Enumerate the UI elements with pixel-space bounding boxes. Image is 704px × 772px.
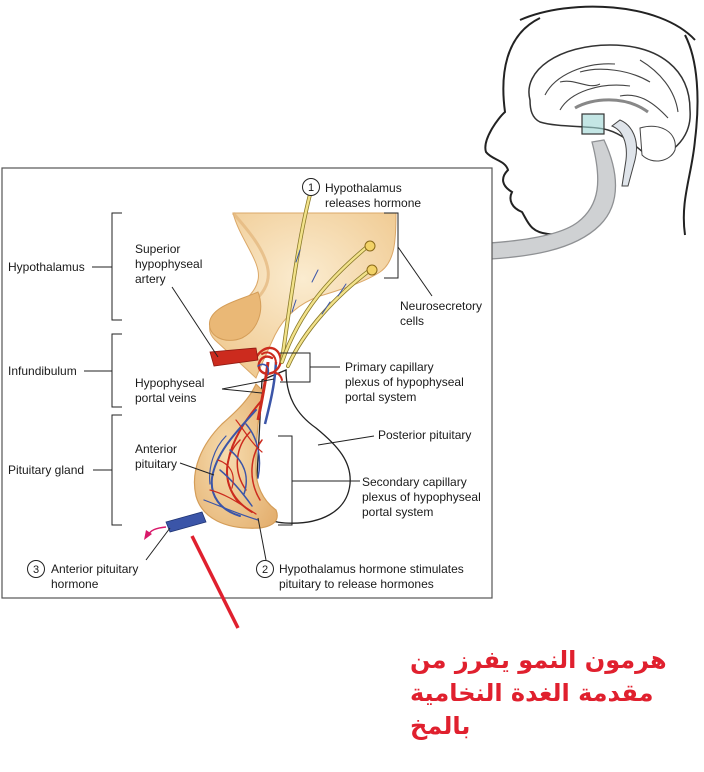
- step-1: 1 Hypothalamus releases hormone: [302, 178, 421, 210]
- label-pituitary-gland: Pituitary gland: [8, 463, 84, 477]
- label-neurosecretory: Neurosecretory cells: [400, 299, 482, 328]
- label-secondary-plexus: Secondary capillary plexus of hypophysea…: [362, 475, 481, 519]
- primary-capillary-plexus: [254, 346, 283, 381]
- label-superior-artery-line1: Superior: [135, 242, 180, 256]
- label-neurosecretory-line1: Neurosecretory: [400, 299, 482, 313]
- label-portal-veins-line1: Hypophyseal: [135, 376, 204, 390]
- label-anterior-pituitary: Anterior pituitary: [135, 442, 177, 471]
- label-superior-artery-line3: artery: [135, 272, 166, 286]
- step-3-text-line2: hormone: [51, 577, 99, 591]
- label-primary-plexus: Primary capillary plexus of hypophyseal …: [345, 360, 464, 404]
- label-portal-veins: Hypophyseal portal veins: [135, 376, 204, 405]
- hypothalamus-tissue: [209, 212, 397, 379]
- label-infundibulum: Infundibulum: [8, 364, 77, 378]
- label-superior-artery: Superior hypophyseal artery: [135, 242, 202, 286]
- label-neurosecretory-line2: cells: [400, 314, 424, 328]
- label-anterior-pituitary-line1: Anterior: [135, 442, 177, 456]
- head-illustration: [484, 5, 699, 236]
- label-posterior-pituitary: Posterior pituitary: [378, 428, 471, 442]
- secondary-capillary-network: [203, 399, 263, 521]
- label-secondary-plexus-line2: plexus of hypophyseal: [362, 490, 481, 504]
- label-primary-plexus-line1: Primary capillary: [345, 360, 434, 374]
- neurosecretory-axons: [280, 185, 372, 368]
- outflow-vessel: [144, 511, 207, 540]
- label-superior-artery-line2: hypophyseal: [135, 257, 202, 271]
- neck-outline: [682, 34, 699, 236]
- leader-lines: [84, 212, 433, 561]
- arabic-annotation: هرمون النمو يفرز من مقدمة الغدة النخامية…: [410, 646, 667, 740]
- step-1-text-line1: Hypothalamus: [325, 181, 402, 195]
- step-2: 2 Hypothalamus hormone stimulates pituit…: [256, 560, 464, 591]
- annotation-line1: هرمون النمو يفرز من: [410, 646, 667, 674]
- step-1-number: 1: [308, 182, 314, 194]
- brain-icon: [528, 44, 691, 187]
- step-1-text-line2: releases hormone: [325, 196, 421, 210]
- step-3: 3 Anterior pituitary hormone: [27, 560, 138, 591]
- head-outline: [484, 5, 696, 236]
- step-3-marker: [27, 560, 45, 578]
- step-1-marker: [302, 178, 320, 196]
- label-primary-plexus-line3: portal system: [345, 390, 416, 404]
- annotation-line3: بالمخ: [410, 712, 470, 740]
- superior-hypophyseal-artery: [209, 347, 259, 367]
- step-2-text-line1: Hypothalamus hormone stimulates: [279, 562, 464, 576]
- annotation-line2: مقدمة الغدة النخامية: [410, 679, 654, 707]
- annotation-pointer-line: [190, 535, 240, 629]
- label-hypothalamus: Hypothalamus: [8, 260, 85, 274]
- step-2-text-line2: pituitary to release hormones: [279, 577, 434, 591]
- step-2-marker: [256, 560, 274, 578]
- label-anterior-pituitary-line2: pituitary: [135, 457, 177, 471]
- label-portal-veins-line2: portal veins: [135, 391, 196, 405]
- highlight-box: [581, 113, 605, 135]
- label-secondary-plexus-line3: portal system: [362, 505, 433, 519]
- label-primary-plexus-line2: plexus of hypophyseal: [345, 375, 464, 389]
- step-2-number: 2: [262, 564, 268, 576]
- label-secondary-plexus-line1: Secondary capillary: [362, 475, 467, 489]
- step-3-text-line1: Anterior pituitary: [51, 562, 138, 576]
- step-3-number: 3: [33, 564, 39, 576]
